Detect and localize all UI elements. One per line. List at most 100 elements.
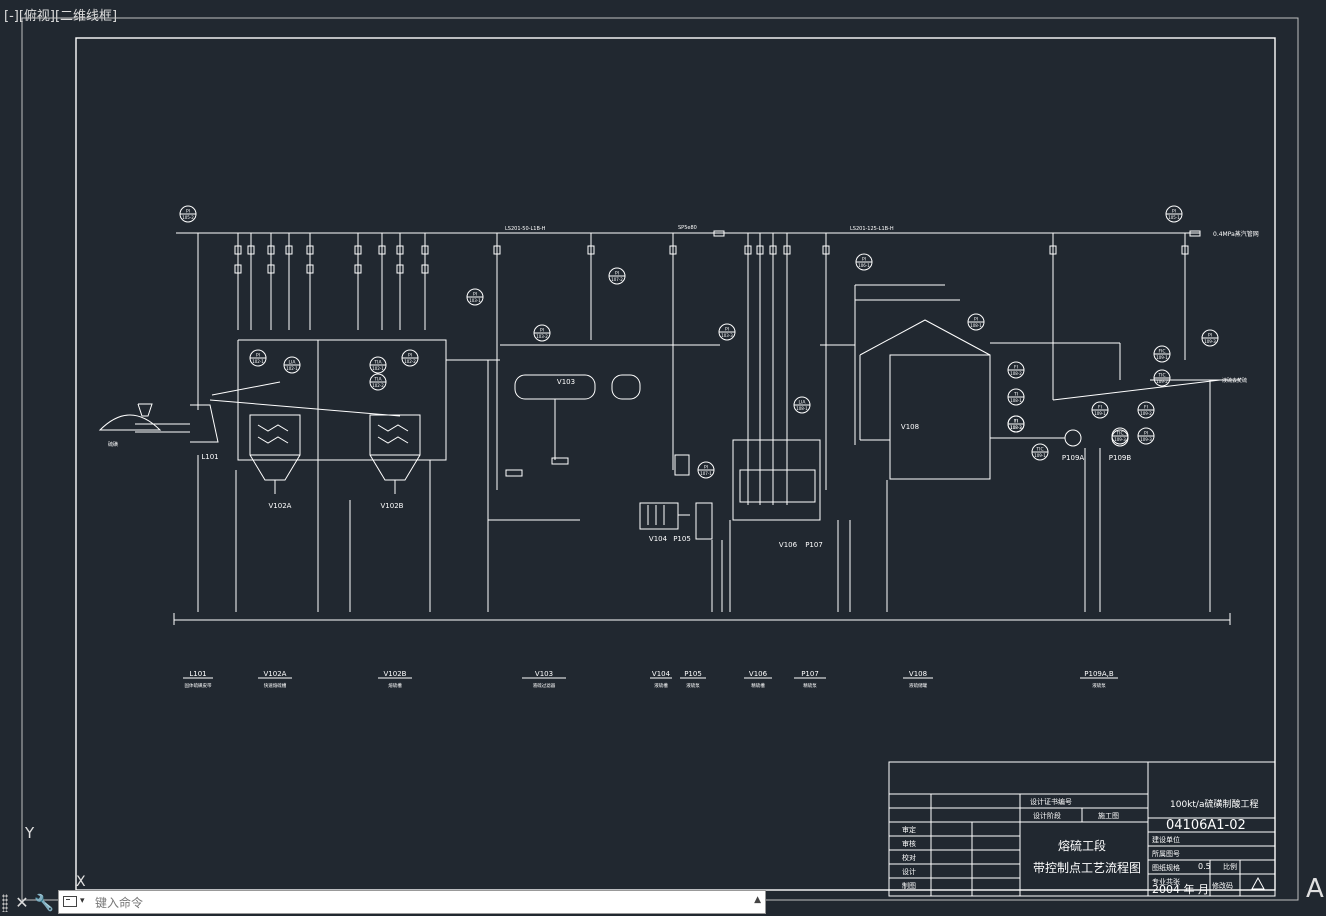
command-input-box: ▾ ▲ <box>58 890 766 914</box>
instrument-number: 108-2 <box>1010 371 1022 376</box>
command-prompt-icon[interactable] <box>63 896 77 907</box>
title-field: 所属图号 <box>1152 849 1180 858</box>
chevron-down-icon[interactable]: ▾ <box>80 896 85 906</box>
instrument-tag: PI <box>408 353 412 359</box>
instrument-number: 109-3 <box>1204 339 1216 344</box>
instrument-number: 102-1 <box>286 366 298 371</box>
legend-desc: 液硫储罐 <box>909 682 927 689</box>
legend-tag: P107 <box>801 670 819 678</box>
instrument-tag: LIA <box>799 400 807 406</box>
legend-tag: V104 <box>652 670 671 678</box>
instrument-tag: PI <box>704 465 708 471</box>
instrument-tag: TI <box>1013 419 1018 425</box>
instrument-number: 107-2 <box>611 277 623 282</box>
title-stage-label: 设计阶段 <box>1033 811 1061 820</box>
legend-desc: 液硫过滤器 <box>533 682 556 689</box>
header-valve-label: SP5e80 <box>678 225 697 231</box>
branch-valves <box>234 230 1201 274</box>
equipment-label: V106 <box>779 541 798 549</box>
sulfur-feed-label: 硫磺 <box>108 441 118 448</box>
instrument-number: 109-1 <box>1094 411 1106 416</box>
title-line2: 带控制点工艺流程图 <box>1033 860 1141 875</box>
title-role: 审定 <box>902 825 916 834</box>
instrument-number: 108-1 <box>970 323 982 328</box>
instrument-tag: FI <box>1144 405 1148 411</box>
instrument-tag: PI <box>1144 431 1148 437</box>
instrument-tag: PI <box>862 257 866 263</box>
legend-desc: 快速熔硫槽 <box>264 682 287 689</box>
instrument-tag: TIC <box>1157 373 1165 379</box>
title-revision: 修改码 <box>1212 881 1233 890</box>
annotation-scale-icon[interactable]: A <box>1306 874 1324 904</box>
equipment-label: V108 <box>901 423 919 431</box>
close-icon[interactable]: ✕ <box>15 893 29 912</box>
instrument-tag: TIA <box>373 360 382 366</box>
title-scale-label: 比例 <box>1223 862 1237 871</box>
legend-desc: 固体硫磺皮带 <box>185 682 212 689</box>
title-field: 专业共张 <box>1152 877 1180 886</box>
legend-desc: 精硫槽 <box>751 682 765 689</box>
title-role: 制图 <box>902 881 916 890</box>
command-input[interactable] <box>93 893 737 913</box>
legend-tag: P109A,B <box>1084 670 1114 678</box>
title-role: 审核 <box>902 839 916 848</box>
legend-tag: V106 <box>749 670 768 678</box>
chevron-up-icon[interactable]: ▲ <box>754 895 761 905</box>
instrument-tag: PI <box>615 271 619 277</box>
instrument-number: 102-2 <box>372 383 384 388</box>
instrument-tag: TIA <box>373 377 382 383</box>
instrument-number: 106-1 <box>858 263 870 268</box>
belt-conveyor <box>98 381 401 443</box>
command-line-grip-handle[interactable] <box>2 894 8 912</box>
instrument-tag: PI <box>974 317 978 323</box>
title-project: 100kt/a硫磺制酸工程 <box>1170 798 1258 810</box>
legend-desc: 液硫槽 <box>654 682 668 689</box>
instrument-tag: TIC <box>1115 431 1123 437</box>
instrument-tag: FI <box>1098 405 1102 411</box>
legend-desc: 熔硫槽 <box>388 682 402 689</box>
wrench-icon[interactable]: 🔧 <box>34 893 54 912</box>
instrument-tag: FI <box>1014 365 1018 371</box>
v103-filter <box>487 344 720 521</box>
equipment-label: P107 <box>805 541 823 549</box>
steam-branches <box>197 233 1186 490</box>
viewport-label[interactable]: [-][俯视][二维线框] <box>4 9 118 24</box>
instrument-number: 103-2 <box>536 334 548 339</box>
title-drawing-no: 04106A1-02 <box>1166 818 1246 833</box>
equipment-label: L101 <box>201 453 218 461</box>
v108-tank <box>854 284 991 480</box>
legend-tag: V102B <box>384 670 407 678</box>
v102-jacket <box>237 339 447 461</box>
equipment-label: V103 <box>557 378 575 386</box>
instrument-number: 108-3 <box>1010 425 1022 430</box>
